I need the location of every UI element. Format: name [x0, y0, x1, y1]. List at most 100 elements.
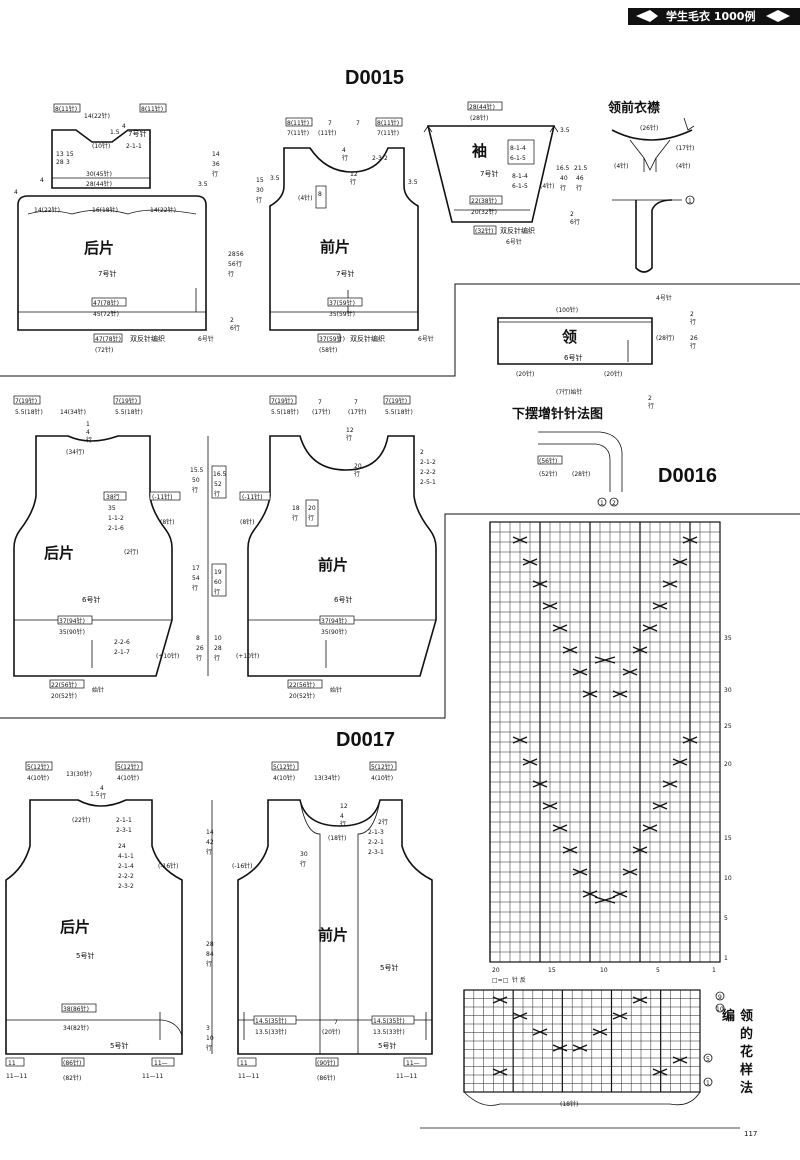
cable-cross-mark: [612, 690, 628, 698]
d16-back-body-w2: 35(90针): [59, 628, 85, 636]
d16-front-neck-dec4: 2-5-1: [420, 479, 436, 486]
d16-front-top-right: 7(19针): [385, 397, 407, 405]
d15-back-neck-side: 1.5: [110, 129, 120, 136]
d15-placket-detail: 领前衣襟 (26针) (4针) (4针) (17针) 1: [608, 100, 695, 273]
d15-back-shoulder-curve: [27, 209, 197, 215]
d16-front-mid-r3: 20: [308, 505, 316, 512]
d16-h7: 17: [192, 565, 200, 572]
d17-back-hem-c2: (82针): [63, 1074, 81, 1082]
d16-back-top-r2: 5.5(18针): [115, 408, 143, 416]
chart-legend: □=□: [492, 977, 508, 984]
cable-cross-mark: [532, 780, 548, 788]
d16-h11: 60: [214, 579, 222, 586]
d17-front-neck: (18针): [328, 834, 346, 842]
d17-back-neck: (22针): [72, 816, 90, 824]
d15-back-hem-label: 双反针编织: [130, 334, 165, 343]
collar-marker-10: [715, 1003, 725, 1013]
d16-back-neck-r1: 1: [86, 421, 90, 428]
chart-bottom-4: 5: [656, 967, 660, 974]
d16-h-box2: [211, 563, 227, 597]
d15-sleeve-body-h5: 46: [576, 175, 584, 182]
d17-back-neck-r2: 4: [100, 785, 104, 792]
d15-front-neck-rows: 4: [342, 147, 346, 154]
d17-h5: 84: [206, 951, 214, 958]
d15-front-neck-r2: 行: [342, 154, 348, 162]
d17-h8: 10: [206, 1035, 214, 1042]
d15-back-armhole: 4: [40, 177, 44, 184]
d15-back-shoulder-left: 14(22针): [34, 206, 60, 214]
d16-front-neck-r4: 行: [354, 470, 360, 478]
d16-h1: 15.5: [190, 467, 204, 474]
d16-h16: 10: [214, 635, 222, 642]
d15-front-top-mid2: (11针): [318, 129, 336, 137]
d15-hem-inc-inner: [538, 443, 611, 492]
d15-collar-low-h2: 行: [648, 402, 654, 410]
d16-back-dec-box-text: 38行: [106, 493, 120, 501]
d16-front-top-left: 7(19针): [271, 397, 293, 405]
d17-front-hem-l-box: [237, 1057, 257, 1067]
chart-bottom-2: 15: [548, 967, 556, 974]
d16-front-needle: 6号针: [334, 595, 352, 604]
d16-back-body: [13, 435, 173, 677]
d16-back-hem-sfx: 始针: [92, 686, 104, 694]
cable-cross-mark: [542, 602, 558, 610]
cable-cross-mark: [682, 536, 698, 544]
d15-sleeve-cuff: 22(38针): [471, 197, 497, 205]
d17-front-band-w4: 13.5(33针): [373, 1028, 405, 1036]
d17-front-band-w1: 14.5(35针): [255, 1017, 287, 1025]
d15-placket-marker: [685, 195, 695, 205]
d15-sleeve-needle: 7号针: [480, 169, 498, 178]
d15-back-body-width: 47(78针): [93, 299, 119, 307]
d15-front-hem-label: 双反针编织: [350, 334, 385, 343]
chart-row-10: 10: [724, 875, 732, 882]
d17-back-neck-r1: 1.5: [90, 791, 100, 798]
d17-front-band-w3: 14.5(35针): [373, 1017, 405, 1025]
d17-front-hem-r-box: [403, 1057, 427, 1067]
d16-front-top-mid4: (17针): [348, 408, 366, 416]
d16-h18: 行: [214, 654, 220, 662]
d16-h6: 行: [214, 490, 220, 498]
d17-front-top-left-box: [271, 761, 299, 771]
d15-back-hem-width2: (72针): [95, 346, 113, 354]
cable-cross-mark: [632, 846, 648, 854]
d15-back-top-left: 8(11针): [55, 105, 77, 113]
d16-h2: 50: [192, 477, 200, 484]
d15-front-top-right-box: [375, 117, 403, 127]
d16-front-neck-r2: 行: [346, 434, 352, 442]
d15-back-height-body2: 56: [228, 261, 236, 268]
d15-front-rib-label: (4针): [298, 194, 313, 202]
cable-cross-mark: [552, 824, 568, 832]
d17-h3: 行: [206, 848, 212, 856]
d16-front-top-mid: 7: [318, 399, 322, 406]
d16-front-arm-box-text: (-11针): [242, 493, 262, 501]
d17-front-hem-r1: 11—: [406, 1060, 420, 1067]
d16-front-body-w-box: [319, 615, 355, 625]
d15-sleeve-dec-box: [507, 139, 535, 165]
collar-title-c2: 的: [740, 1026, 753, 1042]
d15-placket-mid: (17针): [676, 144, 694, 152]
d15-front-name: 前片: [320, 238, 350, 256]
d15-front-sub-needle: 6号针: [418, 335, 434, 343]
cable-cross-mark: [612, 890, 628, 898]
d15-collar-h2: 行: [690, 318, 696, 326]
d15-sleeve-side-h: 3.5: [560, 127, 570, 134]
d17-front-arm-box: (-16针): [232, 862, 252, 870]
d17-back-arm-box: (-16针): [158, 862, 178, 870]
d15-hem-inc-c1: (56针): [539, 457, 557, 465]
d15-sleeve-cuff-box: [469, 195, 503, 205]
d17-h1: 14: [206, 829, 214, 836]
d15-back-left-h4: 行: [236, 260, 242, 268]
d15-sleeve-dec2: 6-1-5: [510, 155, 526, 162]
d17-front-neck-dec2: 2-2-1: [368, 839, 384, 846]
collar-marker-1-text: 1: [706, 1080, 710, 1087]
d17-front-neck-dec0: 2行: [378, 818, 388, 826]
d17-front-mid-w: 7: [334, 1019, 338, 1026]
d17-back-neck-dec1: 2-1-1: [116, 817, 132, 824]
d17-front-name: 前片: [318, 926, 348, 944]
cable-cross-mark: [522, 758, 538, 766]
d17-front-neck-dec3: 2-3-1: [368, 849, 384, 856]
header-ornament-right-icon: [766, 10, 790, 22]
d15-front-body-w2: 35(59针): [329, 310, 355, 318]
d15-sleeve-top-w: (28针): [470, 114, 488, 122]
